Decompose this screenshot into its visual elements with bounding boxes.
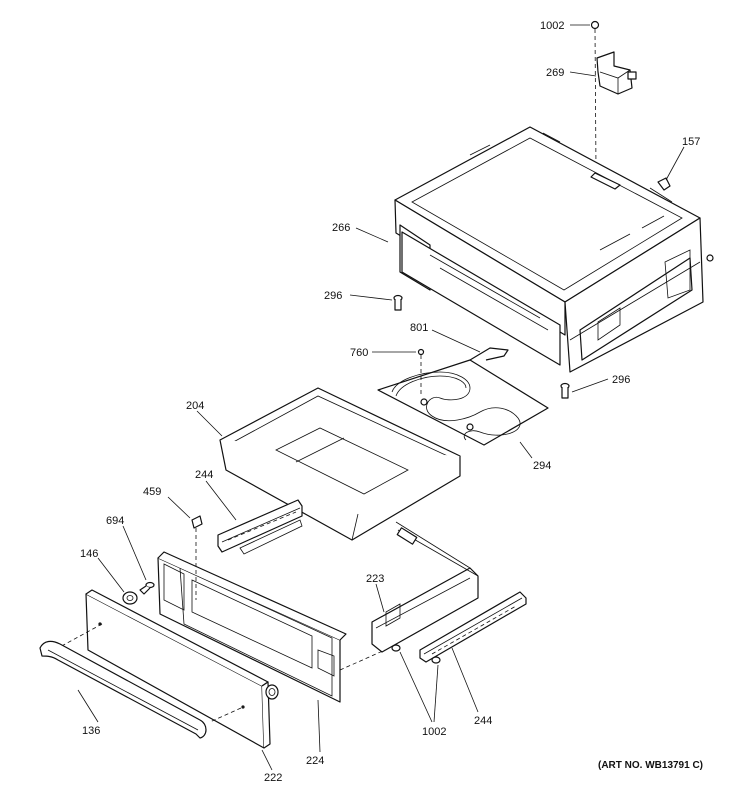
screw-694 [139,581,155,595]
callout-223: 223 [366,573,384,585]
handle-136 [39,640,207,739]
callout-269: 269 [546,67,564,79]
callout-146: 146 [80,548,98,560]
callout-760: 760 [350,347,368,359]
callout-1002-top: 1002 [540,20,564,32]
callout-244-top: 244 [195,469,213,481]
screw-1002-top [590,20,600,171]
drawer-frame-223 [371,521,479,653]
callout-222: 222 [264,772,282,784]
grommet-146 [122,591,138,605]
callout-labels: 1002 269 157 266 296 801 760 296 204 294… [80,20,703,784]
callout-157: 157 [682,136,700,148]
screw-296-right [560,382,570,399]
screw-1002-bottom [391,644,441,664]
bracket-269 [596,51,637,95]
screw-296-left [393,294,403,311]
callout-296-right: 296 [612,374,630,386]
callout-204: 204 [186,400,204,412]
drawer-inner-panel-224 [157,551,386,703]
callout-801: 801 [410,322,428,334]
art-number: (ART NO. WB13791 C) [598,760,703,771]
drawer-pan-204 [219,387,461,541]
callout-266: 266 [332,222,350,234]
bake-element-294 [377,347,549,446]
callout-1002-bottom: 1002 [422,726,446,738]
end-cap-222 [265,684,279,700]
leader-lines [77,24,685,771]
drawer-outer-panel-222 [57,589,271,749]
callout-459: 459 [143,486,161,498]
callout-224: 224 [306,755,324,767]
clip-459 [191,515,203,600]
oven-chassis-266 [394,126,714,373]
callout-296-left: 296 [324,290,342,302]
callout-294: 294 [533,460,551,472]
screw-760 [417,348,425,395]
callout-244-bottom: 244 [474,715,492,727]
callout-136: 136 [82,725,100,737]
callout-694: 694 [106,515,124,527]
slide-rail-244-bottom [419,591,527,663]
slide-rail-244-top [217,499,303,555]
